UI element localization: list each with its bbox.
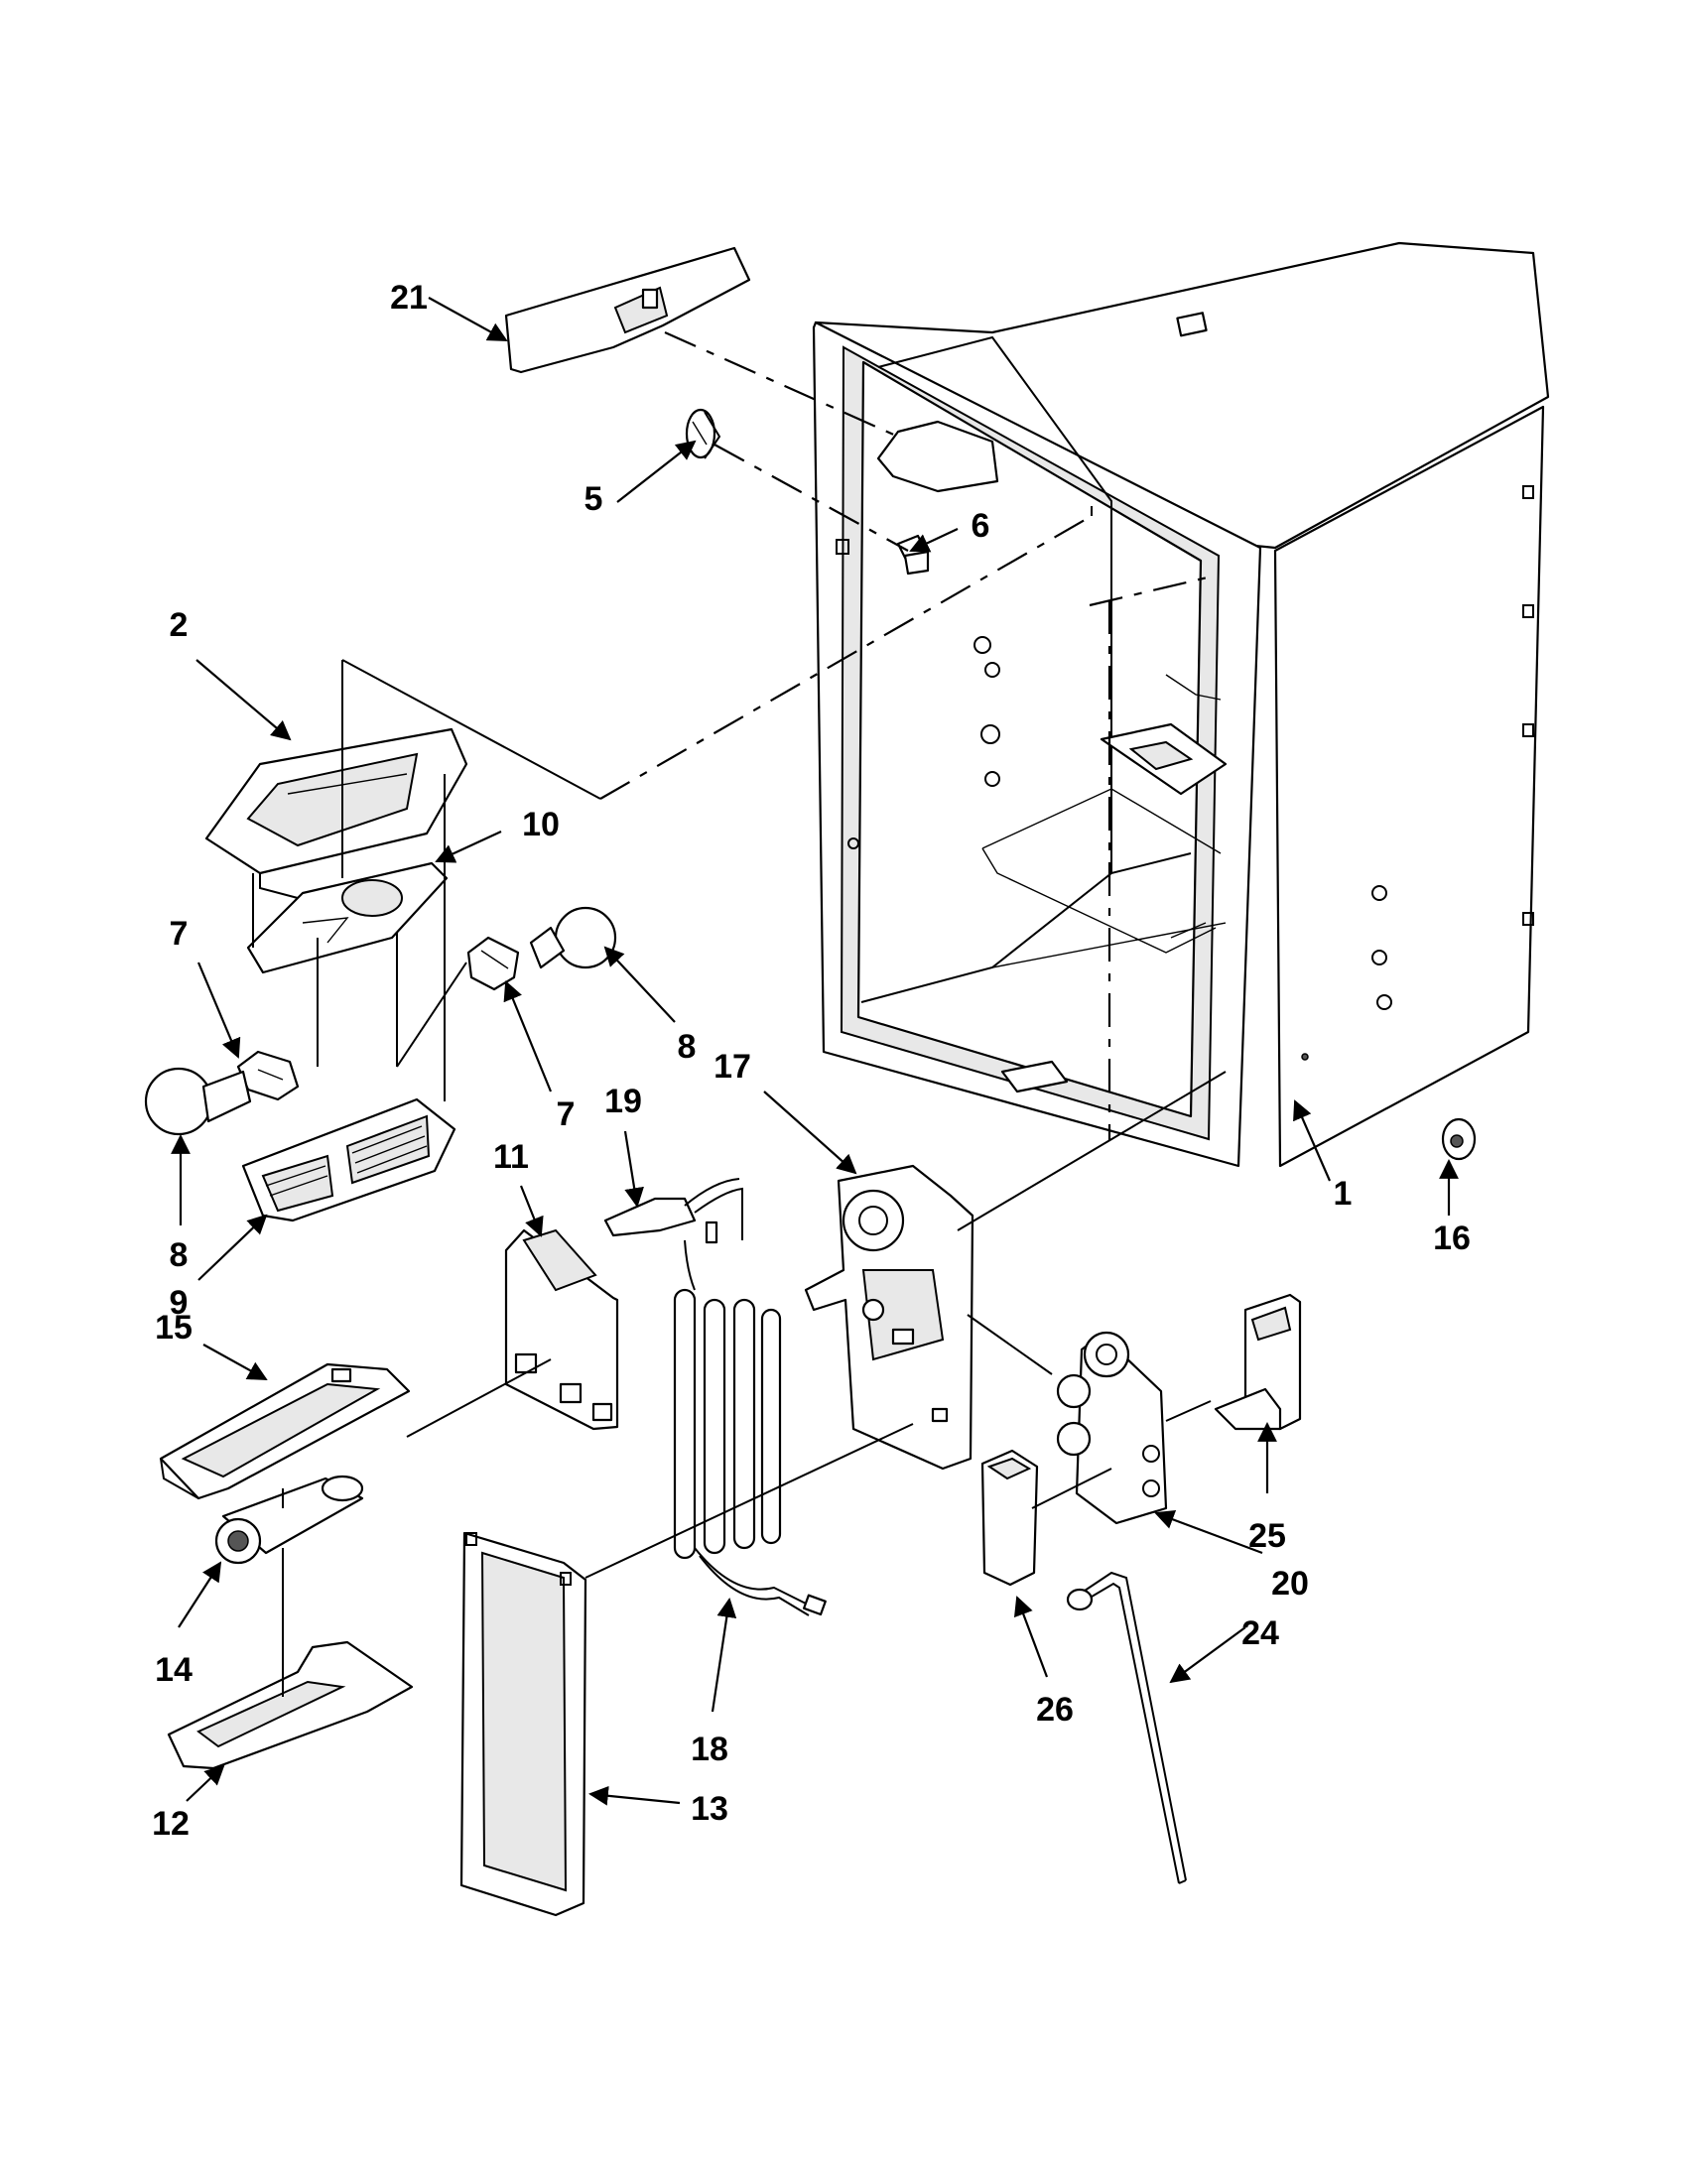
part-15 [159, 1362, 411, 1500]
callout-7-left: 7 [170, 915, 189, 953]
callout-26: 26 [1036, 1691, 1074, 1729]
part-7-right-socket [466, 936, 520, 991]
callout-20: 20 [1271, 1565, 1309, 1603]
part-13 [459, 1531, 587, 1917]
part-25 [1214, 1293, 1302, 1431]
callout-21: 21 [390, 279, 428, 317]
part-19 [603, 1178, 743, 1244]
part-1-liner [812, 241, 1550, 1168]
callout-9: 9 [170, 1284, 189, 1322]
callout-18: 18 [691, 1731, 728, 1768]
callout-6: 6 [972, 507, 990, 545]
part-2 [204, 727, 468, 899]
callout-11: 11 [493, 1138, 529, 1176]
callout-2: 2 [170, 606, 189, 644]
callout-7-right: 7 [557, 1095, 576, 1133]
callout-labels: 1 2 5 6 7 7 8 8 9 10 11 12 13 14 15 16 1… [152, 279, 1471, 1843]
part-9-grille [241, 1097, 456, 1222]
part-17 [804, 1164, 974, 1471]
part-10 [246, 861, 449, 974]
callout-24: 24 [1241, 1614, 1279, 1652]
part-12 [167, 1640, 414, 1770]
part-24-tube [1066, 1571, 1187, 1884]
callout-12: 12 [152, 1805, 190, 1843]
callout-17: 17 [714, 1048, 751, 1086]
callout-14: 14 [155, 1651, 193, 1689]
part-11 [504, 1228, 619, 1431]
callout-25: 25 [1248, 1517, 1286, 1555]
part-8-right-bulb [529, 906, 617, 969]
part-16 [1441, 1117, 1477, 1161]
callout-19: 19 [604, 1083, 642, 1120]
callout-leaders [171, 297, 1459, 1806]
part-26 [980, 1449, 1039, 1587]
callout-5: 5 [584, 480, 603, 518]
part-14 [214, 1475, 364, 1565]
callout-10: 10 [522, 806, 560, 843]
callout-8-left: 8 [170, 1236, 189, 1274]
callout-1: 1 [1334, 1175, 1353, 1213]
callout-8-right: 8 [678, 1028, 697, 1066]
part-21 [504, 246, 751, 374]
callout-15: 15 [155, 1309, 193, 1347]
part-18 [673, 1239, 827, 1616]
part-5 [685, 408, 721, 459]
part-20 [1056, 1331, 1168, 1525]
assembly-lines [252, 330, 1227, 1697]
part-8-left-bulb [144, 1067, 252, 1136]
callout-16: 16 [1433, 1220, 1471, 1257]
callout-13: 13 [691, 1790, 728, 1828]
